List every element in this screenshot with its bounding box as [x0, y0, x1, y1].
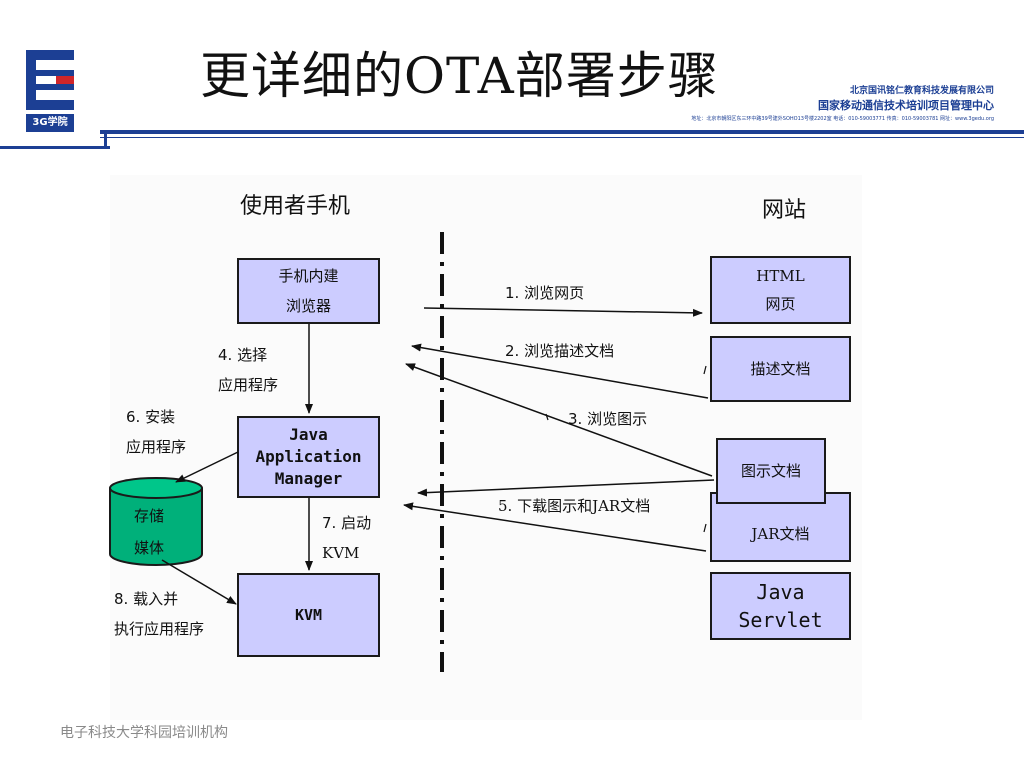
step-2-label: 2. 浏览描述文档: [505, 342, 615, 360]
company-name: 北京国讯铭仁教育科技发展有限公司: [849, 86, 994, 96]
box-line: Manager: [274, 469, 343, 488]
box-line: 浏览器: [285, 297, 331, 315]
box-line: 7. 启动: [322, 514, 372, 532]
header-rule: [100, 130, 1024, 134]
box-line: 执行应用程序: [114, 620, 205, 638]
step-8-label: 8. 载入并执行应用程序: [114, 584, 204, 644]
box-line: 8. 载入并: [114, 590, 179, 608]
header-rule-thin: [100, 137, 1024, 138]
box-line: 手机内建: [278, 267, 339, 285]
header-rule-left: [0, 146, 110, 149]
step-1-label: 1. 浏览网页: [505, 284, 585, 302]
phone-browser-box: 手机内建浏览器: [237, 258, 380, 324]
box-line: Java: [289, 425, 328, 444]
site-column-title: 网站: [762, 198, 807, 223]
logo: 3G学院: [26, 50, 74, 134]
phone-column-title: 使用者手机: [240, 194, 351, 219]
step-5-label: 5. 下载图示和JAR文档: [498, 497, 651, 515]
storage-media-icon: [109, 477, 203, 566]
box-line: 应用程序: [218, 376, 279, 394]
box-line: Java: [756, 580, 805, 604]
descriptor-box: 描述文档: [710, 336, 851, 402]
center-name: 国家移动通信技术培训项目管理中心: [818, 99, 994, 112]
box-line: 6. 安装: [126, 408, 176, 426]
box-line: Application: [255, 447, 362, 466]
company-contact: 地址：北京市朝阳区东三环中路39号建外SOHO13号楼2202室 电话：010-…: [691, 116, 994, 122]
step-3-label: 3. 浏览图示: [568, 410, 648, 428]
logo-mark-icon: [26, 50, 74, 110]
box-line: 4. 选择: [218, 346, 268, 364]
company-block: 北京国讯铭仁教育科技发展有限公司 国家移动通信技术培训项目管理中心 地址：北京市…: [691, 84, 994, 124]
box-line serif: KVM: [322, 544, 360, 562]
header-rule-vertical: [104, 130, 107, 148]
page-title: 更详细的OTA部署步骤: [200, 47, 719, 105]
box-line: 存储: [134, 507, 165, 525]
html-page-box: HTML 网页: [710, 256, 851, 324]
step-7-label: 7. 启动 KVM: [322, 508, 371, 568]
footer-text: 电子科技大学科园培训机构: [60, 725, 228, 741]
kvm-box: KVM: [237, 573, 380, 657]
logo-text: 3G学院: [26, 114, 74, 132]
box-line: Servlet: [738, 608, 823, 632]
storage-media-label: 存储媒体: [134, 500, 164, 564]
step-6-label: 6. 安装应用程序: [126, 402, 186, 462]
step-4-label: 4. 选择应用程序: [218, 340, 278, 400]
box-line: 应用程序: [126, 438, 187, 456]
box-line: 网页: [765, 295, 796, 313]
box-line: HTML: [756, 267, 805, 285]
image-doc-box: 图示文档: [716, 438, 826, 504]
box-line: 媒体: [134, 539, 165, 557]
